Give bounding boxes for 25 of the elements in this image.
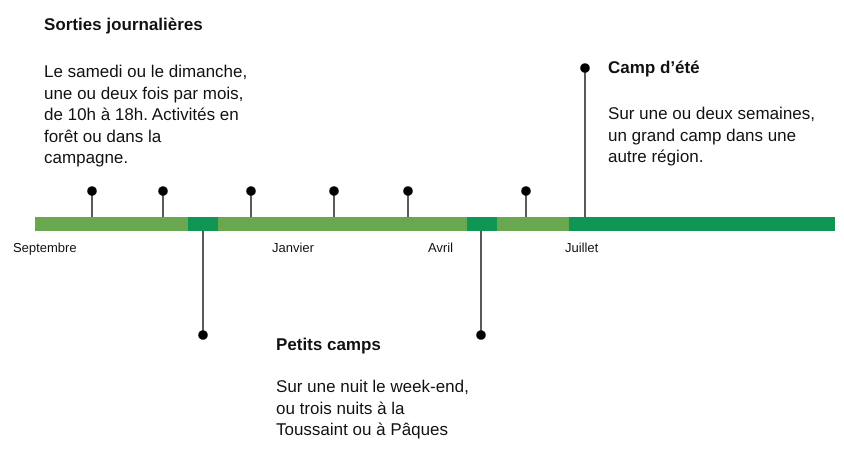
leader-line xyxy=(198,231,208,340)
timeline-pin xyxy=(329,186,339,217)
leader-line xyxy=(158,186,168,217)
section-heading: Petits camps xyxy=(276,335,381,355)
timeline-segment xyxy=(218,217,467,231)
timeline-segment xyxy=(35,217,188,231)
timeline-segment xyxy=(467,217,497,231)
timeline-segment xyxy=(569,217,835,231)
month-label: Avril xyxy=(428,240,454,256)
month-label: Juillet xyxy=(565,240,598,256)
timeline-segment xyxy=(188,217,218,231)
timeline-pin xyxy=(521,186,531,217)
timeline-segment xyxy=(497,217,569,231)
leader-line xyxy=(87,186,97,217)
section-heading: Sorties journalières xyxy=(44,15,203,35)
month-label: Janvier xyxy=(272,240,314,256)
leader-line xyxy=(246,186,256,217)
month-label: Septembre xyxy=(13,240,77,256)
timeline-pin xyxy=(403,186,413,217)
description-text: Sur une nuit le week-end, ou trois nuits à la Toussaint ou à Pâques xyxy=(276,376,470,440)
description-text: Le samedi ou le dimanche, une ou deux fois par mois, de 10h à 18h. Activités en forêt ou dans la campagne. xyxy=(44,61,248,168)
description-text: Sur une ou deux semaines, un grand camp dans une autre région. xyxy=(608,103,816,168)
leader-line xyxy=(580,63,590,217)
leader-line xyxy=(476,231,486,340)
section-heading: Camp d’été xyxy=(608,58,700,78)
